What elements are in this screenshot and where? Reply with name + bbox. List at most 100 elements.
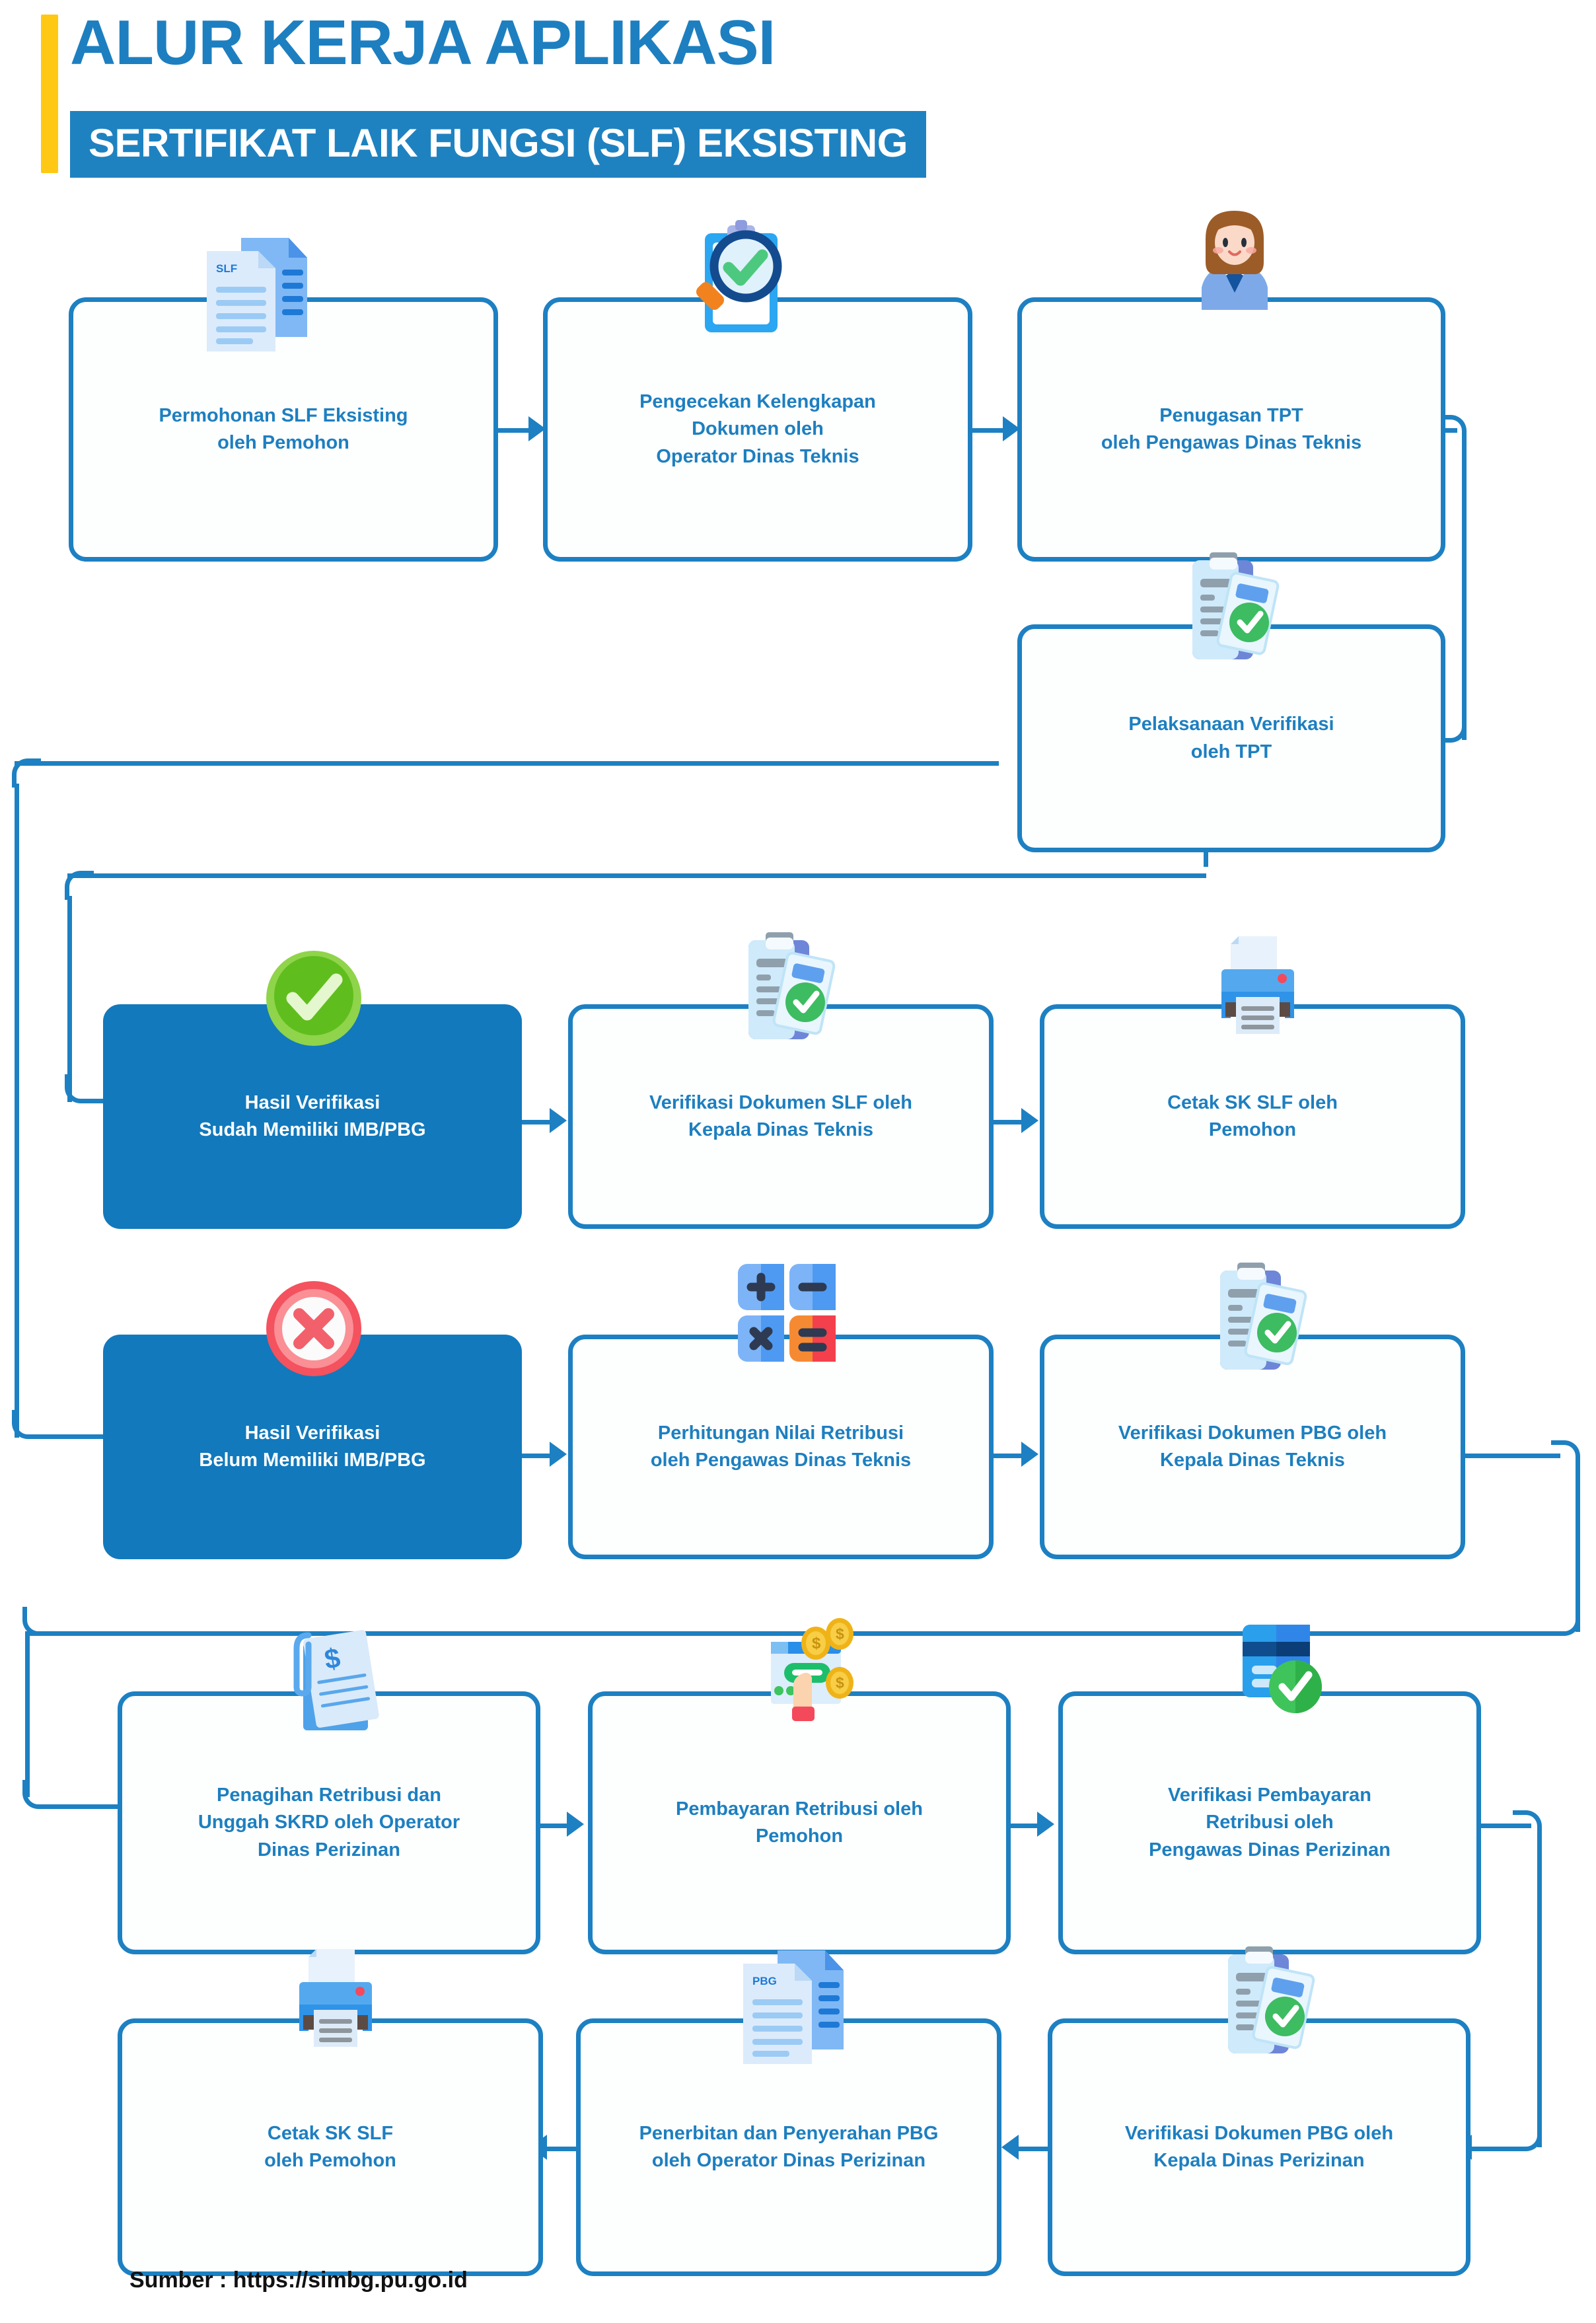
red-cross-circle-icon [254,1269,373,1388]
connector-n12-n13 [1011,1824,1040,1828]
arrowhead-n5-n6 [550,1108,567,1133]
online-payment-hand-coins-icon: $ $ $ [742,1614,867,1740]
credit-card-check-icon [1215,1615,1334,1734]
connector-n11-n12 [540,1824,569,1828]
svg-text:$: $ [836,1625,844,1642]
connector-n4-bottom-stub [1204,852,1208,867]
connector-n4-left-rail [15,761,999,766]
connector-n1-n2 [497,428,530,433]
connector-n14-n15 [1017,2147,1048,2151]
elbow-into-n4 [1435,714,1467,743]
page-subtitle-banner: SERTIFIKAT LAIK FUNGSI (SLF) EKSISTING [70,111,926,178]
elbow-outer-left-bottom [12,1410,41,1439]
svg-text:SLF: SLF [216,262,237,275]
connector-n2-n3 [971,428,1004,433]
connector-row4-left-vertical [25,1632,30,1797]
svg-text:$: $ [836,1674,844,1691]
connector-outer-left-vertical [15,784,19,1438]
connector-n8-n9 [522,1454,552,1458]
connector-n9-n10 [994,1454,1024,1458]
calculator-keys-icon [727,1259,846,1378]
arrowhead-n14-n15 [1001,2135,1019,2160]
clipboard-check-document-icon [1196,1938,1322,2064]
elbow-n13-down [1513,1810,1542,1839]
connector-n10-vertical [1576,1467,1580,1632]
clipboard-magnifier-check-icon [672,216,804,348]
connector-into-n8 [38,1434,108,1439]
elbow-outer-left-top [12,758,41,788]
clipboard-check-document-icon [1188,1255,1314,1380]
connector-n15-n16 [546,2147,576,2151]
connector-bottom-rail [25,1631,1555,1636]
arrowhead-n2-n3 [1003,416,1020,441]
elbow-bottom-left [22,1607,52,1636]
clipboard-check-document-icon [1161,544,1286,670]
svg-text:PBG: PBG [752,1975,777,1987]
connector-n10-out [1461,1454,1560,1458]
green-check-circle-icon [254,939,373,1058]
arrowhead-n11-n12 [567,1812,584,1837]
invoice-dollar-clip-icon: $ [273,1618,392,1737]
connector-inner-left-vertical [67,896,72,1102]
elbow-n10-down [1551,1440,1580,1469]
elbow-inner-left-top [65,871,94,900]
connector-into-n14 [1470,2147,1514,2151]
arrowhead-n9-n10 [1021,1442,1038,1467]
source-note: Sumber : https://simbg.pu.go.id [129,2268,468,2293]
arrowhead-n6-n7 [1021,1108,1038,1133]
svg-text:$: $ [812,1635,821,1652]
clipboard-check-document-icon [717,924,842,1050]
elbow-into-n14 [1510,2122,1542,2151]
elbow-into-n11 [22,1780,52,1809]
page-title: ALUR KERJA APLIKASI [70,7,776,78]
arrowhead-n8-n9 [550,1442,567,1467]
connector-n5-n6 [522,1120,552,1125]
connector-n13-out [1477,1824,1531,1828]
elbow-bottom-right [1551,1607,1580,1636]
connector-n13-vertical [1537,1837,1542,2147]
printer-icon [1198,928,1317,1047]
elbow-n3-down [1437,415,1467,444]
page-subtitle: SERTIFIKAT LAIK FUNGSI (SLF) EKSISTING [89,121,908,165]
header: ALUR KERJA APLIKASI SERTIFIKAT LAIK FUNG… [0,0,1596,198]
officer-woman-icon [1175,204,1294,330]
elbow-inner-left-bottom [65,1074,94,1103]
pbg-document-icon: PBG [726,1938,858,2071]
arrowhead-n1-n2 [528,416,546,441]
arrowhead-n12-n13 [1037,1812,1054,1837]
connector-n3-vertical [1462,441,1467,740]
header-accent-bar [41,15,58,173]
slf-document-icon: SLF [190,226,322,358]
